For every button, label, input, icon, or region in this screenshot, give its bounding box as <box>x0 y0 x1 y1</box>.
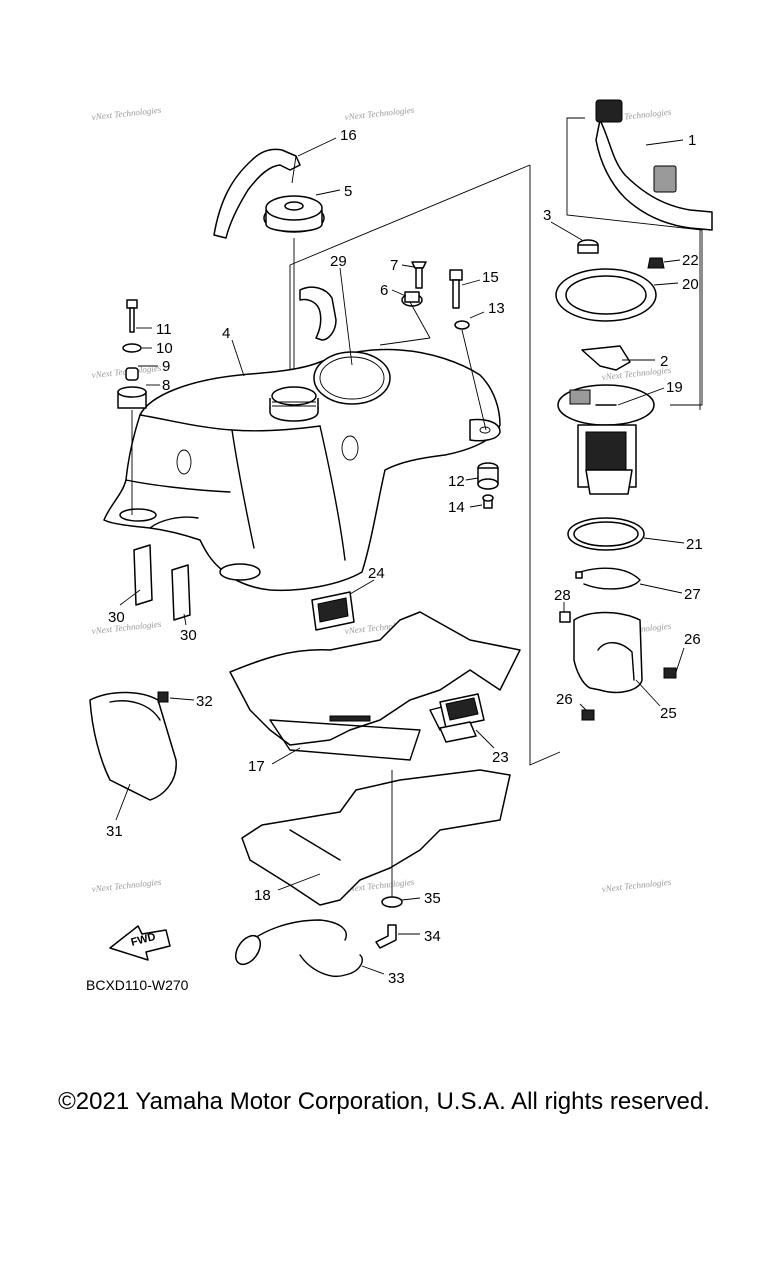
tank-pads <box>133 544 191 621</box>
callout-8: 8 <box>162 377 170 394</box>
fuel-pump-assembly <box>555 99 713 721</box>
callout-17: 17 <box>248 758 265 775</box>
callout-11: 11 <box>156 321 172 338</box>
callout-5: 5 <box>344 183 352 200</box>
callout-30: 30 <box>180 627 197 644</box>
callout-9: 9 <box>162 358 170 375</box>
callout-29: 29 <box>330 253 347 270</box>
callout-7: 7 <box>390 257 398 274</box>
callout-19: 19 <box>666 379 683 396</box>
relay-23 <box>439 693 485 743</box>
callout-3: 3 <box>543 207 551 224</box>
callout-14: 14 <box>448 499 465 516</box>
lower-bracket <box>229 611 521 761</box>
callout-31: 31 <box>106 823 123 840</box>
callout-26: 26 <box>556 691 573 708</box>
callout-20: 20 <box>682 276 699 293</box>
callout-26: 26 <box>684 631 701 648</box>
copyright-notice: ©2021 Yamaha Motor Corporation, U.S.A. A… <box>58 1088 710 1115</box>
watermark: vNext Technologies <box>91 619 162 636</box>
heat-shield <box>89 691 177 801</box>
callout-21: 21 <box>686 536 703 553</box>
fuel-tank <box>103 348 501 592</box>
callout-12: 12 <box>448 473 465 490</box>
callouts: 1 2 3 4 5 6 7 8 9 10 11 12 13 <box>106 127 703 987</box>
callout-23: 23 <box>492 749 509 766</box>
breather-hose <box>213 148 301 239</box>
relay-24 <box>311 591 355 631</box>
callout-25: 25 <box>660 705 677 722</box>
callout-27: 27 <box>684 586 701 603</box>
fwd-arrow: FWD <box>109 925 171 961</box>
right-mount-grommet <box>477 462 499 509</box>
callout-2: 2 <box>660 353 668 370</box>
drain-assembly <box>234 770 403 977</box>
callout-28: 28 <box>554 587 571 604</box>
callout-4: 4 <box>222 325 230 342</box>
callout-16: 16 <box>340 127 357 144</box>
callout-6: 6 <box>380 282 388 299</box>
left-mount-stack <box>117 299 147 515</box>
callout-30: 30 <box>108 609 125 626</box>
callout-33: 33 <box>388 970 405 987</box>
watermark: vNext Technologies <box>91 877 162 894</box>
callout-35: 35 <box>424 890 441 907</box>
callout-18: 18 <box>254 887 271 904</box>
callout-22: 22 <box>682 252 699 269</box>
skid-plate <box>241 769 511 906</box>
callout-24: 24 <box>368 565 385 582</box>
watermark: vNext Technologies <box>601 877 672 894</box>
callout-15: 15 <box>482 269 499 286</box>
callout-34: 34 <box>424 928 441 945</box>
diagram-code: BCXD110-W270 <box>86 977 189 993</box>
top-mount-fasteners <box>379 261 487 431</box>
callout-32: 32 <box>196 693 213 710</box>
callout-1: 1 <box>688 132 696 149</box>
fuel-cap <box>263 195 325 388</box>
watermark: vNext Technologies <box>91 105 162 122</box>
callout-10: 10 <box>156 340 173 357</box>
callout-13: 13 <box>488 300 505 317</box>
vent-hose <box>299 286 337 341</box>
watermark: vNext Technologies <box>344 105 415 122</box>
